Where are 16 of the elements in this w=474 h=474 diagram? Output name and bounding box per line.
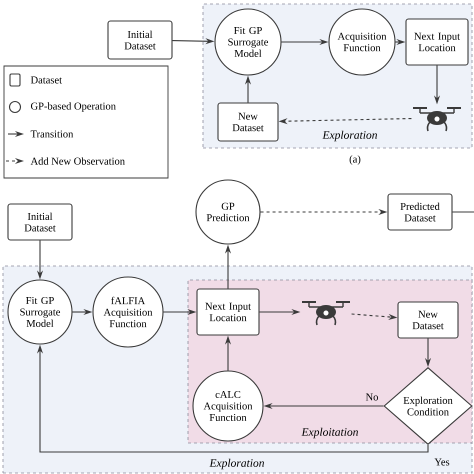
legend-text: Dataset	[30, 76, 62, 84]
dataset-box: Predicted Dataset	[387, 193, 453, 231]
edge-label: Yes	[434, 458, 450, 466]
dataset-box: Next Input Location	[405, 18, 469, 66]
legend-text: Transition	[30, 130, 74, 138]
dataset-box: Initial Dataset	[7, 203, 73, 241]
edge-label: No	[366, 394, 378, 400]
legend-text: Add New Observation	[30, 157, 125, 165]
drone-icon	[301, 301, 351, 326]
drone-icon	[412, 107, 462, 132]
legend-text: GP-based Operation	[30, 102, 116, 112]
panel-caption: (a)	[350, 155, 360, 165]
dataset-box: Initial Dataset	[107, 20, 173, 60]
dataset-box: Next Input Location	[196, 288, 260, 336]
dataset-box: New Dataset	[217, 102, 279, 142]
dataset-box: New Dataset	[397, 301, 459, 339]
